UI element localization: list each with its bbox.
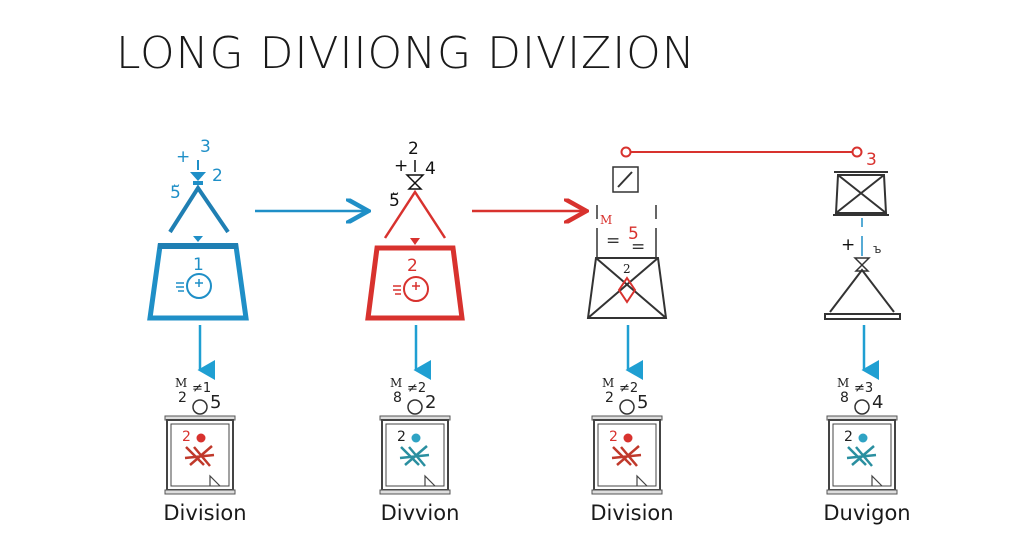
funnel-icon (190, 172, 206, 185)
card-mid: ≠2 (619, 381, 638, 396)
stage3-m: M (600, 213, 612, 227)
crossed-figure-icon (184, 445, 215, 467)
trapezoid-frame (365, 245, 465, 321)
figure-head-icon (196, 433, 206, 443)
stage3-eq2: = (631, 237, 645, 257)
stage-3: M = 5 = 2 (586, 166, 668, 319)
stage1-top-b: 2 (212, 166, 223, 186)
stage1-top-a: 3 (200, 137, 211, 157)
stage2-inner-num: 2 (407, 256, 418, 276)
result-card-1: M 2 ≠1 5 2 Division (163, 376, 246, 525)
card-right: 5 (637, 392, 648, 413)
crossed-figure-icon (846, 445, 877, 467)
stage3-inner: 2 (623, 262, 631, 276)
truss-table (833, 171, 889, 216)
result-card-3: M 2 ≠2 5 2 Division (590, 376, 673, 525)
stage3-eq: = (606, 231, 620, 251)
page-title: LONG DIVIIONG DIVIZION (116, 28, 696, 79)
stage3-num: 5 (628, 224, 639, 244)
stage1-plus: + (176, 147, 190, 167)
card-m: M (175, 376, 187, 390)
knob-icon (854, 399, 870, 415)
lock-glyph: ъ (873, 242, 881, 256)
card-m: M (390, 376, 402, 390)
card-left: 2 (178, 390, 187, 406)
figure-head-icon (623, 433, 633, 443)
funnel-icon (405, 174, 425, 190)
knob-icon (619, 399, 635, 415)
stage-label: Duvigon (823, 501, 910, 525)
card-num: 2 (609, 429, 618, 445)
card-right: 5 (210, 392, 221, 413)
plus-circle-icon (186, 273, 212, 299)
card-mid: ≠1 (192, 381, 211, 396)
card-left: 8 (840, 390, 849, 406)
card-num: 2 (182, 429, 191, 445)
stage-label: Divvion (381, 501, 460, 525)
card-mid: ≠3 (854, 381, 873, 396)
card-left: 2 (605, 390, 614, 406)
knob-icon (192, 399, 208, 415)
stage2-plus: + (394, 156, 408, 176)
pen-box-icon (612, 166, 639, 193)
card-mid: ≠2 (407, 381, 426, 396)
result-card-4: M 8 ≠3 4 2 Duvigon (823, 376, 910, 525)
stage-2: 2 + 4 5̆ 2 (365, 139, 465, 321)
stage-label: Division (590, 501, 673, 525)
stage-4: 3 + ъ (824, 150, 901, 320)
figure-head-icon (858, 433, 868, 443)
card-left: 8 (393, 390, 402, 406)
crossed-figure-icon (611, 445, 642, 467)
stage-label: Division (163, 501, 246, 525)
card-right: 4 (872, 392, 883, 413)
card-m: M (602, 376, 614, 390)
stage2-top-a: 2 (408, 139, 419, 159)
stage2-top-b: 4 (425, 159, 436, 179)
truss-frame (586, 257, 668, 319)
stage1-top-c: 5̆ (170, 183, 181, 203)
figure-head-icon (411, 433, 421, 443)
stage1-inner-num: 1 (193, 255, 204, 275)
card-num: 2 (844, 429, 853, 445)
connector-stage3-to-4 (620, 146, 863, 158)
result-card-2: M 8 ≠2 2 2 Divvion (379, 376, 460, 525)
crossed-figure-icon (399, 445, 430, 467)
card-m: M (837, 376, 849, 390)
stage2-top-c: 5̆ (389, 191, 400, 211)
stage4-plus: + (841, 235, 855, 255)
knob-icon (407, 399, 423, 415)
stage-1: + 3 2 5̆ 1 (147, 137, 249, 321)
card-num: 2 (397, 429, 406, 445)
stage4-num: 3 (866, 150, 877, 170)
card-right: 2 (425, 392, 436, 413)
plus-circle-icon (403, 276, 429, 302)
